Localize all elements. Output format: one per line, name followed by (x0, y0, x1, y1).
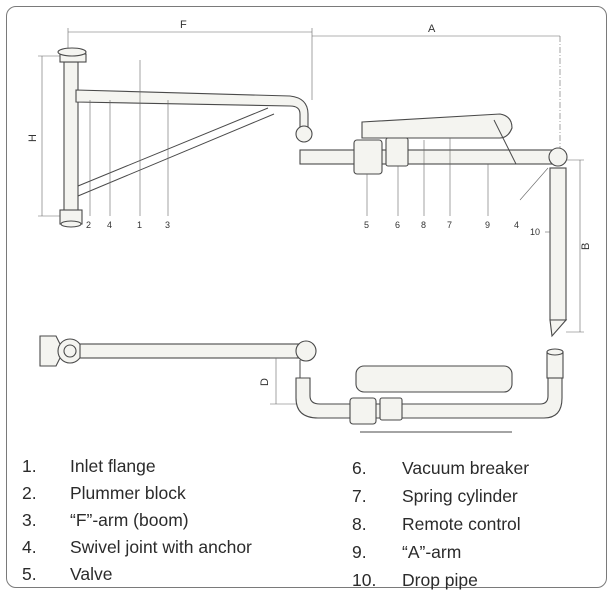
dimension-h-label: H (27, 134, 39, 142)
dimension-d-label: D (259, 378, 271, 386)
folded-inlet (39, 335, 61, 367)
vacuum-breaker (385, 137, 409, 167)
valve (353, 139, 383, 175)
legend: 1. Inlet flange 2. Plummer block 3. “F”-… (22, 456, 530, 590)
folded-drop-pipe (546, 351, 564, 379)
callout-4-right: 4 (514, 220, 519, 230)
callout-1: 1 (137, 220, 142, 230)
dimension-f-label: F (180, 19, 187, 31)
callout-4: 4 (107, 220, 112, 230)
callout-9: 9 (485, 220, 490, 230)
top-view: F A H (27, 19, 592, 338)
loading-arm-drawing: F A H (27, 19, 592, 433)
diagram-frame (6, 6, 607, 588)
riser-pipe (63, 61, 79, 213)
callout-8: 8 (421, 220, 426, 230)
a-arm (299, 149, 557, 165)
callout-3: 3 (165, 220, 170, 230)
dimension-a-label: A (428, 23, 436, 35)
dimension-b-label: B (580, 243, 592, 250)
folded-valve (349, 397, 377, 425)
folded-spring-cylinder (355, 365, 513, 393)
folded-f-arm (79, 343, 303, 359)
callout-10: 10 (530, 227, 540, 237)
spring-cylinder (361, 113, 513, 139)
drop-pipe (549, 167, 567, 321)
callout-2: 2 (86, 220, 91, 230)
bottom-view: D (39, 335, 564, 433)
f-arm-boom (75, 89, 309, 129)
callout-6: 6 (395, 220, 400, 230)
boom-brace (77, 107, 269, 187)
swivel-joint-outer (548, 147, 568, 167)
callout-5: 5 (364, 220, 369, 230)
swivel-joint-elbow (295, 125, 313, 143)
callout-7: 7 (447, 220, 452, 230)
